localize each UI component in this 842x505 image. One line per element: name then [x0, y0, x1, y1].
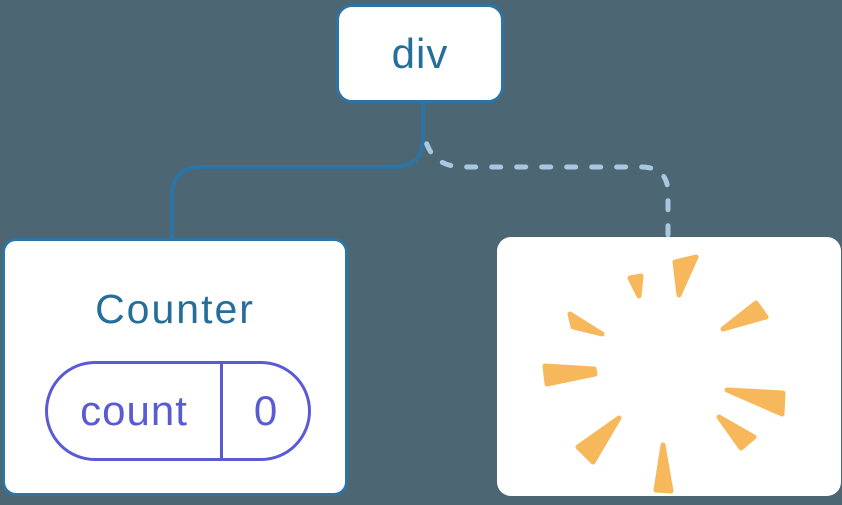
- poof-ray-east: [724, 387, 786, 417]
- state-pill: count 0: [45, 361, 311, 461]
- poof-ray-southeast: [716, 414, 757, 451]
- poof-ray-north-northwest: [627, 273, 644, 299]
- poof-ray-north: [672, 254, 699, 298]
- solid-connector-line: [170, 101, 425, 240]
- poof-ray-northeast: [720, 300, 769, 332]
- poof-ray-south: [653, 442, 674, 494]
- state-key-label: count: [80, 387, 188, 434]
- root-node-div: div: [336, 4, 504, 103]
- state-value-label: 0: [253, 387, 278, 434]
- removed-component-card: [497, 237, 841, 496]
- poof-burst-icon: [542, 254, 786, 494]
- dashed-connector-line: [421, 129, 671, 242]
- poof-ray-west-northwest: [567, 311, 605, 337]
- counter-component-card: Counter count 0: [2, 238, 348, 496]
- counter-title: Counter: [95, 286, 255, 332]
- root-node-label: div: [391, 29, 449, 77]
- poof-ray-southwest: [575, 415, 622, 465]
- state-pill-divider: [220, 364, 223, 458]
- poof-ray-west: [542, 363, 598, 387]
